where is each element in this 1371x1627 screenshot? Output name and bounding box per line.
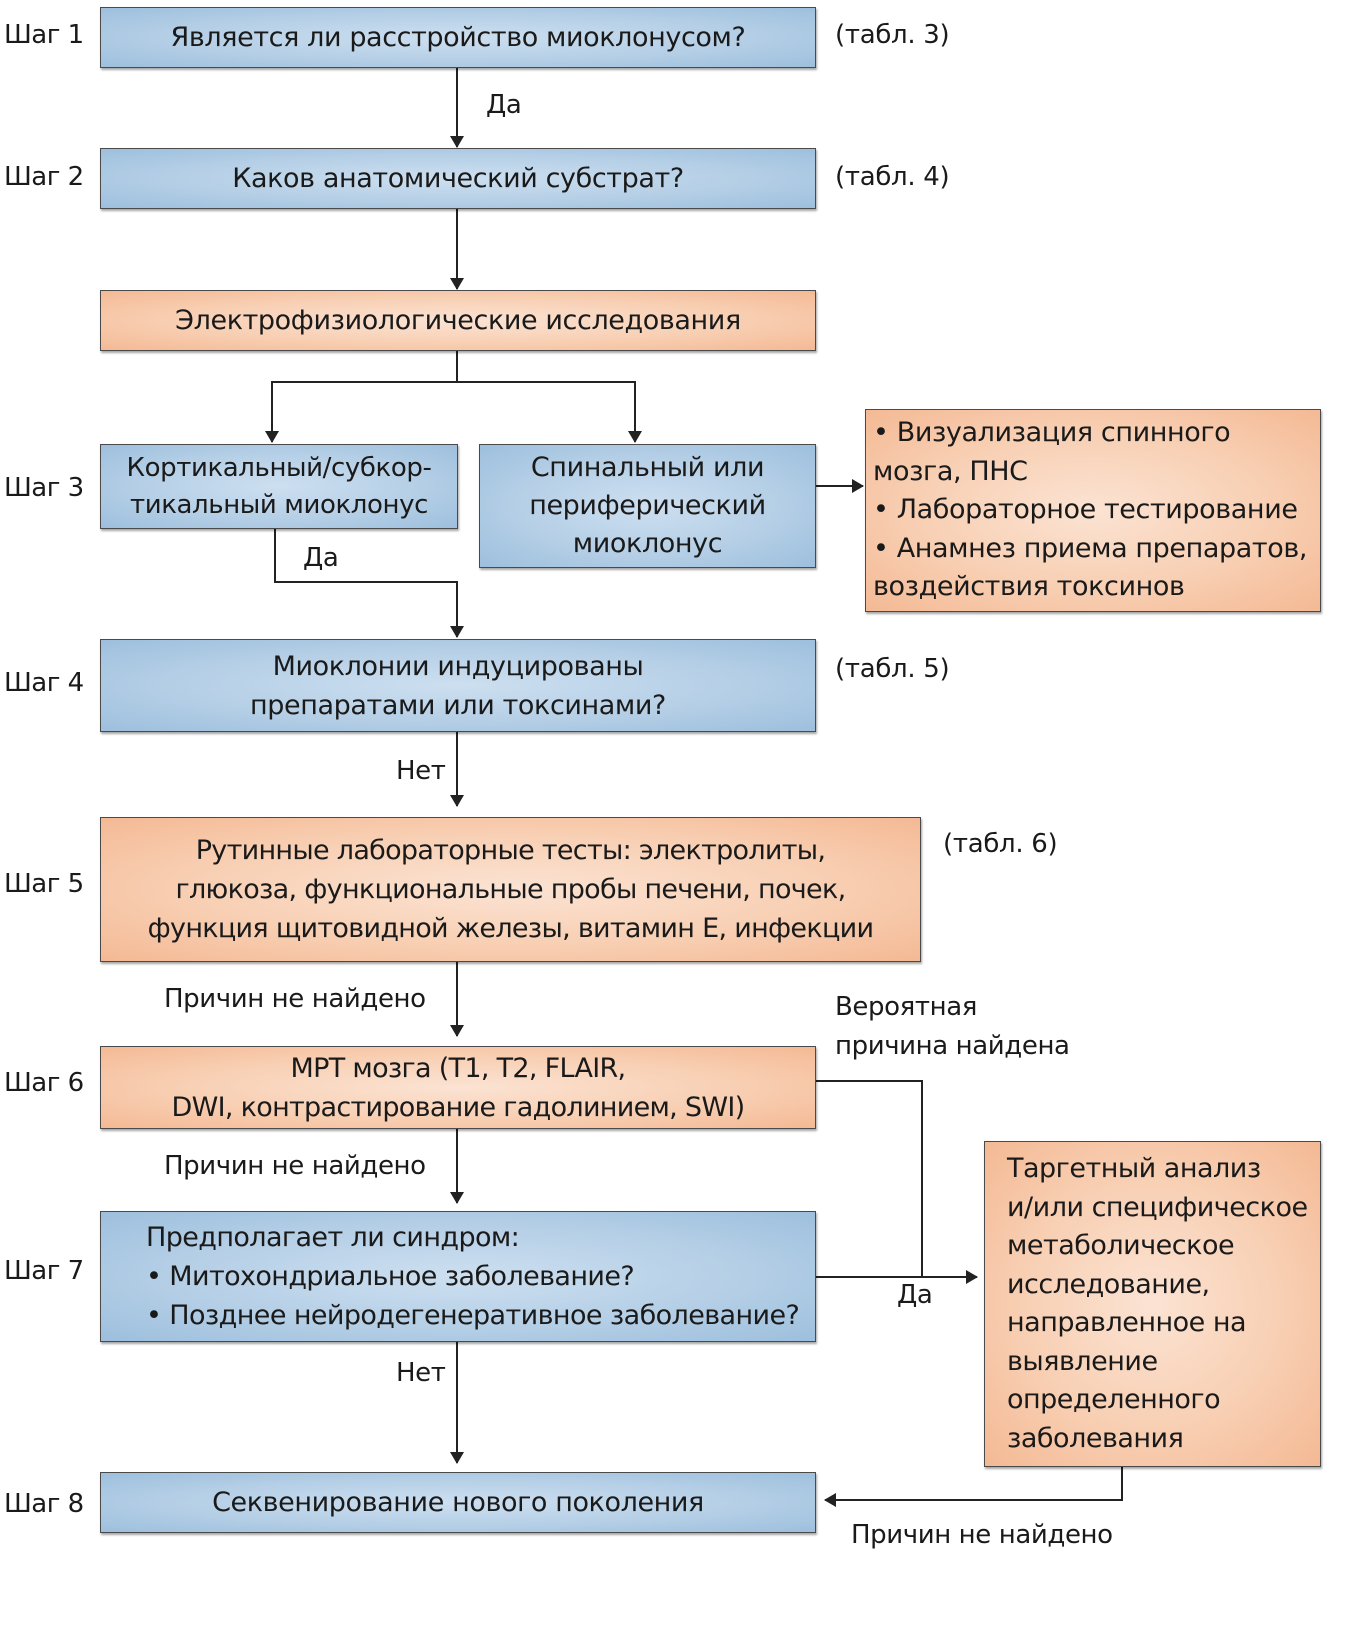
targeted-line: выявление [1007,1345,1158,1377]
targeted-line: метаболическое [1007,1230,1235,1261]
step1-box: Является ли расстройство миоклонусом? [100,7,816,68]
step4-box: Миоклонии индуцированы препаратами или т… [100,639,816,732]
table-ref-step4: (табл. 5) [835,654,950,684]
cortical-line: Кортикальный/субкор- [126,452,432,483]
step-label-3: Шаг 3 [4,473,84,503]
workup-line: воздействия токсинов [873,571,1185,603]
table-ref-step5: (табл. 6) [943,829,1058,859]
table-ref-step2: (табл. 4) [835,162,950,192]
step4-line: Миоклонии индуцированы [272,650,644,682]
targeted-line: исследование, [1007,1268,1210,1300]
step8-text: Секвенирование нового поколения [212,1487,704,1518]
step5-line: Рутинные лабораторные тесты: электролиты… [195,835,826,866]
edge-label-probable-cause: Вероятная причина найдена [835,988,1070,1066]
step5-line: глюкоза, функциональные пробы печени, по… [175,874,847,905]
step6-line: DWI, контрастирование гадолинием, SWI) [171,1091,746,1123]
workup-line: • Анамнез приема препаратов, [873,532,1308,564]
arrow-electro-spinal [457,381,642,443]
edge-label-no-step7: Нет [396,1358,446,1388]
step-label-1: Шаг 1 [4,20,84,50]
targeted-line: и/или специфическое [1007,1191,1308,1223]
spinal-line: миоклонус [572,528,723,559]
edge-label-none-targeted: Причин не найдено [851,1520,1113,1550]
step-label-6: Шаг 6 [4,1068,84,1098]
targeted-line: заболевания [1007,1422,1184,1454]
spinal-line: периферический [529,490,766,521]
step7-line: • Позднее нейродегенеративное заболевани… [146,1300,800,1331]
step-label-7: Шаг 7 [4,1256,84,1286]
step6-line: МРТ мозга (T1, T2, FLAIR, [290,1052,627,1084]
connector-step6-targeted [816,1080,923,1277]
step-label-4: Шаг 4 [4,668,84,698]
step7-line: Предполагает ли синдром: [146,1222,520,1253]
workup-line: • Визуализация спинного [873,417,1231,449]
edge-label-none-step6: Причин не найдено [164,1151,426,1181]
step4-line: препаратами или токсинами? [250,689,666,721]
electrophysiology-box: Электрофизиологические исследования [100,290,816,351]
edge-label-none-step5: Причин не найдено [164,984,426,1014]
edge-label-yes-step1: Да [486,90,522,120]
spinal-box: Спинальный или периферический миоклонус [479,444,816,568]
table-ref-step1: (табл. 3) [835,20,950,50]
step2-question: Каков анатомический субстрат? [232,163,684,194]
step6-box: МРТ мозга (T1, T2, FLAIR, DWI, контрасти… [100,1046,816,1129]
connector-electro-split [265,351,458,443]
step5-line: функция щитовидной железы, витамин E, ин… [147,913,874,944]
edge-label-yes-cortical: Да [303,543,339,573]
step7-box: Предполагает ли синдром: • Митохондриаль… [100,1211,816,1342]
edge-label-yes-step7: Да [897,1280,933,1310]
probable-line: Вероятная [835,992,978,1022]
spinal-workup-box: • Визуализация спинного мозга, ПНС • Лаб… [865,409,1321,612]
spinal-line: Спинальный или [530,452,765,483]
step-label-2: Шаг 2 [4,162,84,192]
arrow-targeted-step8 [824,1467,1123,1507]
targeted-line: направленное на [1007,1307,1247,1338]
cortical-box: Кортикальный/субкор- тикальный миоклонус [100,444,458,529]
targeted-analysis-box: Таргетный анализ и/или специфическое мет… [984,1141,1321,1467]
arrow-cortical-step4 [274,529,464,638]
targeted-line: Таргетный анализ [1007,1153,1261,1184]
step1-question: Является ли расстройство миоклонусом? [170,22,746,53]
targeted-line: определенного [1007,1384,1221,1415]
step-label-8: Шаг 8 [4,1489,84,1519]
step-label-5: Шаг 5 [4,869,84,899]
electrophysiology-text: Электрофизиологические исследования [175,305,741,336]
cortical-line: тикальный миоклонус [129,489,429,520]
workup-line: мозга, ПНС [873,455,1028,487]
edge-label-no-step4: Нет [396,756,446,786]
workup-line: • Лабораторное тестирование [873,494,1298,526]
step2-box: Каков анатомический субстрат? [100,148,816,209]
step8-box: Секвенирование нового поколения [100,1472,816,1533]
probable-line: причина найдена [835,1031,1070,1061]
step5-box: Рутинные лабораторные тесты: электролиты… [100,817,921,962]
step7-line: • Митохондриальное заболевание? [146,1261,635,1292]
